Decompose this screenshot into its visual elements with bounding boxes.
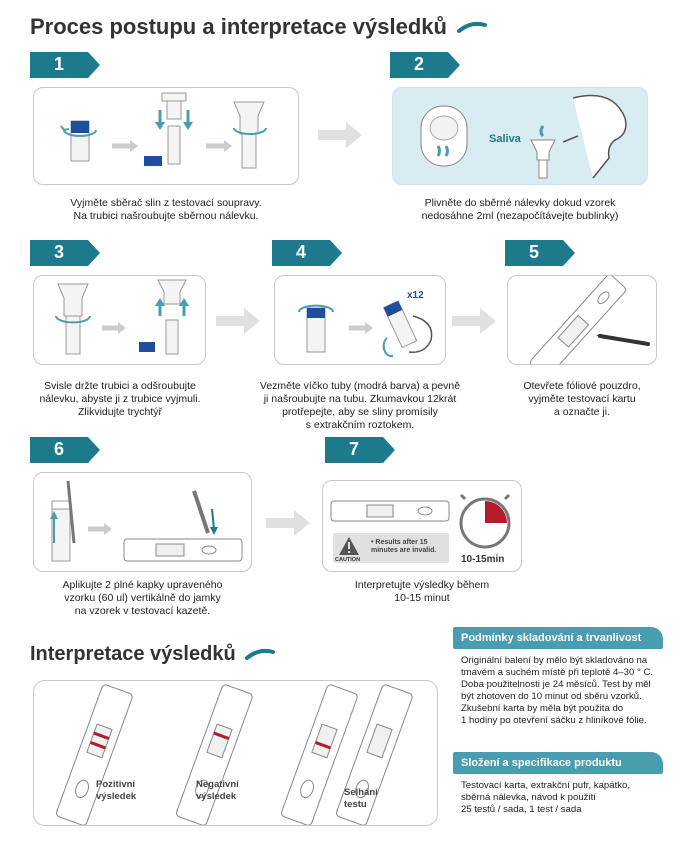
step-3-caption: Svisle držte trubici a odšroubujte nálev… [39,380,201,418]
step-3-panel [33,275,206,365]
step-4-badge: 4 [272,240,342,266]
arrow-right-icon [216,308,260,334]
step-4-panel: x12 [274,275,446,365]
step-7-badge: 7 [325,437,395,463]
step-7-caption: Interpretujte výsledky během 10-15 minut [354,579,490,604]
clock-icon [459,493,511,549]
step-6-panel [33,472,252,572]
step-2-caption: Plivněte do sběrné nálevky dokud vzorek … [421,197,619,222]
result-negative-label: Negativní výsledek [196,779,239,802]
results-panel: Pozitivní výsledek Negativní výsledek Se… [33,680,438,826]
results-title: Interpretace výsledků [30,643,276,666]
step-6-caption: Aplikujte 2 plné kapky upraveného vzorku… [62,579,223,617]
caution-text: • Results after 15 minutes are invalid. [371,539,437,554]
step-5-badge: 5 [505,240,575,266]
arrow-right-icon [452,308,496,334]
caution-title: CAUTION [335,557,361,563]
main-title: Proces postupu a interpretace výsledků [30,14,488,40]
step-6-badge: 6 [30,437,100,463]
title-swoosh-icon [245,648,276,660]
storage-title: Podmínky skladování a trvanlivost [453,627,663,649]
results-illustration [55,684,413,825]
composition-body: Testovací karta, extrakční pufr, kapátko… [461,780,631,815]
step-5-illustration [530,276,650,364]
step-7-panel: CAUTION • Results after 15 minutes are i… [322,480,522,572]
step-3-badge: 3 [30,240,100,266]
result-invalid-label: Selhání testu [344,787,378,810]
timer-label: 10-15min [461,554,505,565]
step-2-panel: Saliva [392,87,648,185]
composition-title: Složení a specifikace produktu [453,752,663,774]
step-7-illustration [330,493,511,563]
composition-info-box: Složení a specifikace produktu Testovací… [453,752,663,822]
step-5-caption: Otevřete fóliové pouzdro, vyjměte testov… [523,380,641,418]
storage-body: Originální balení by mělo být skladováno… [461,655,654,726]
arrow-right-icon [318,122,362,148]
step-1-panel [33,87,299,185]
step-5-panel [507,275,657,365]
saliva-label: Saliva [489,133,521,145]
step-4-illustration [298,300,433,358]
step-3-illustration [55,279,189,355]
step-4-caption: Vezměte víčko tuby (modrá barva) a pevně… [259,380,461,431]
step-1-caption: Vyjměte sběrač slin z testovací soupravy… [70,197,262,222]
pen-icon [598,334,650,346]
step-2-badge: 2 [390,52,460,78]
title-swoosh-icon [457,22,488,34]
arrow-right-icon [266,510,310,536]
storage-info-box: Podmínky skladování a trvanlivost Origin… [453,627,663,733]
result-positive-label: Pozitivní výsledek [96,779,137,802]
step-6-illustration [50,480,243,562]
shake-count-label: x12 [407,290,424,301]
step-2-illustration [420,94,627,179]
step-1-badge: 1 [30,52,100,78]
step-1-illustration [60,92,267,169]
